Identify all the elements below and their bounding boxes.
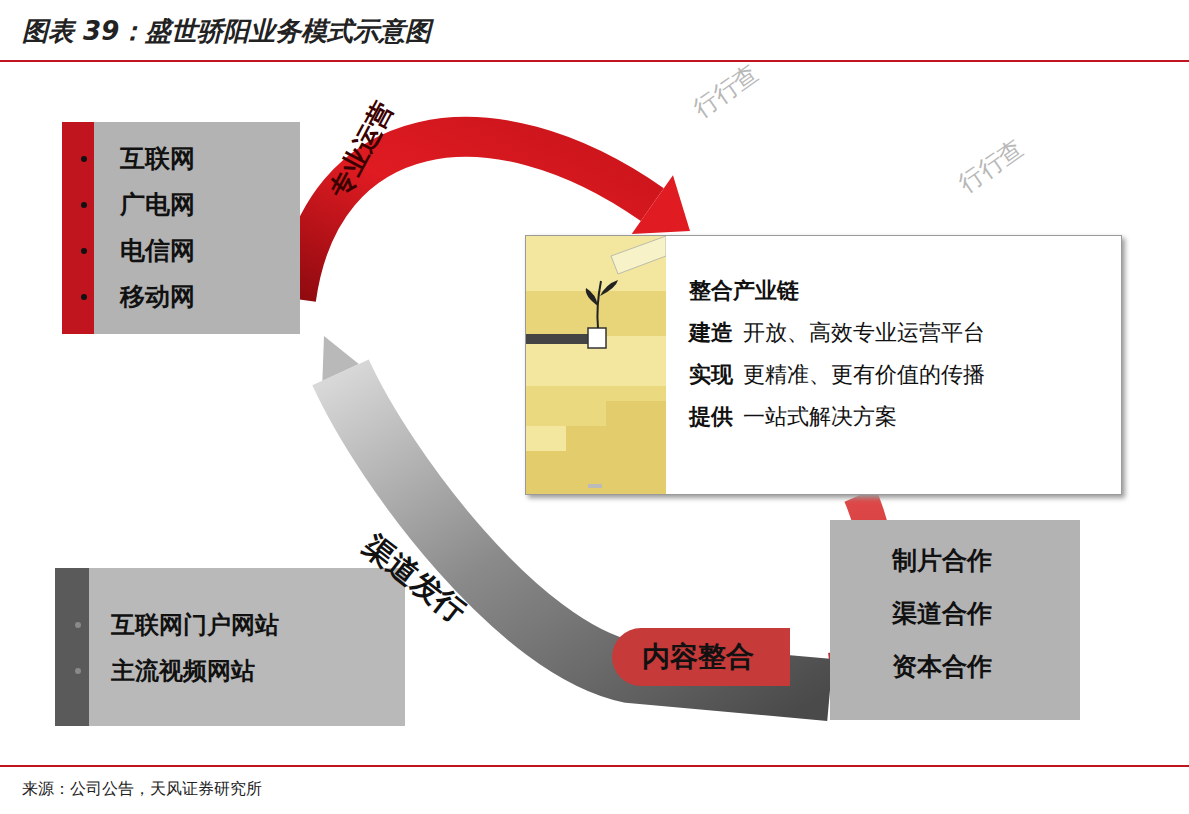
bullet-dot — [81, 156, 87, 162]
node-text: 实现 — [689, 362, 733, 387]
content-box: 整合产业链建造开放、高效专业运营平台实现更精准、更有价值的传播提供一站式解决方案 — [525, 235, 1122, 495]
node-text: 互联网门户网站 — [111, 611, 279, 639]
text-row: 互联网 — [120, 136, 280, 182]
text-row: 主流视频网站 — [111, 648, 385, 694]
node-text: 广电网 — [120, 190, 195, 219]
text-row: 电信网 — [120, 228, 280, 274]
content-box: 互联网广电网电信网移动网 — [62, 122, 300, 334]
bullet-dot — [75, 622, 81, 628]
plant-illustration — [526, 236, 666, 494]
node-text: 更精准、更有价值的传播 — [743, 362, 985, 387]
text-row: 提供一站式解决方案 — [689, 396, 1097, 438]
illus-pot — [588, 328, 606, 348]
caption-rule — [0, 765, 1189, 767]
content-box: 互联网门户网站主流视频网站 — [55, 568, 405, 726]
arrow-head — [322, 336, 358, 381]
illus-stem — [597, 281, 601, 328]
illus-pipe — [526, 334, 591, 344]
side-stripe — [55, 568, 89, 726]
source-caption: 来源：公司公告，天风证券研究所 — [22, 779, 262, 800]
text-row: 实现更精准、更有价值的传播 — [689, 354, 1097, 396]
watermark: 行行查 — [952, 132, 1029, 200]
node-text: 主流视频网站 — [111, 657, 255, 685]
text-row: 整合产业链 — [689, 270, 1097, 312]
node-text: 互联网 — [120, 144, 195, 173]
bullet-dot — [75, 668, 81, 674]
illus-tube — [611, 236, 666, 274]
text-row: 制片合作 — [892, 534, 1060, 587]
node-text: 提供 — [689, 404, 733, 429]
node-text: 建造 — [689, 320, 733, 345]
illus-leaf — [586, 288, 598, 306]
text-row: 资本合作 — [892, 640, 1060, 693]
side-stripe — [62, 122, 94, 334]
arrow-head — [632, 175, 690, 234]
arrow-label: 内容整合 — [612, 628, 790, 686]
bullet-dot — [81, 294, 87, 300]
illus-ground — [526, 236, 666, 494]
content-box: 制片合作渠道合作资本合作 — [830, 520, 1080, 720]
node-text: 移动网 — [120, 282, 195, 311]
illus-leaf — [600, 280, 618, 296]
illus-dot — [588, 484, 602, 488]
chart-title: 图表 39：盛世骄阳业务模式示意图 — [22, 14, 431, 49]
watermark: 行行查 — [687, 57, 764, 125]
bullet-dot — [81, 248, 87, 254]
illus-steps — [526, 401, 666, 494]
node-text: 制片合作 — [892, 546, 992, 575]
node-text: 一站式解决方案 — [743, 404, 897, 429]
node-text: 渠道合作 — [892, 599, 992, 628]
text-row: 移动网 — [120, 274, 280, 320]
node-text: 资本合作 — [892, 652, 992, 681]
title-rule — [0, 60, 1189, 62]
node-text: 整合产业链 — [689, 278, 799, 303]
text-row: 互联网门户网站 — [111, 602, 385, 648]
text-row: 建造开放、高效专业运营平台 — [689, 312, 1097, 354]
node-text: 电信网 — [120, 236, 195, 265]
text-row: 广电网 — [120, 182, 280, 228]
node-text: 开放、高效专业运营平台 — [743, 320, 985, 345]
bullet-dot — [81, 202, 87, 208]
text-row: 渠道合作 — [892, 587, 1060, 640]
